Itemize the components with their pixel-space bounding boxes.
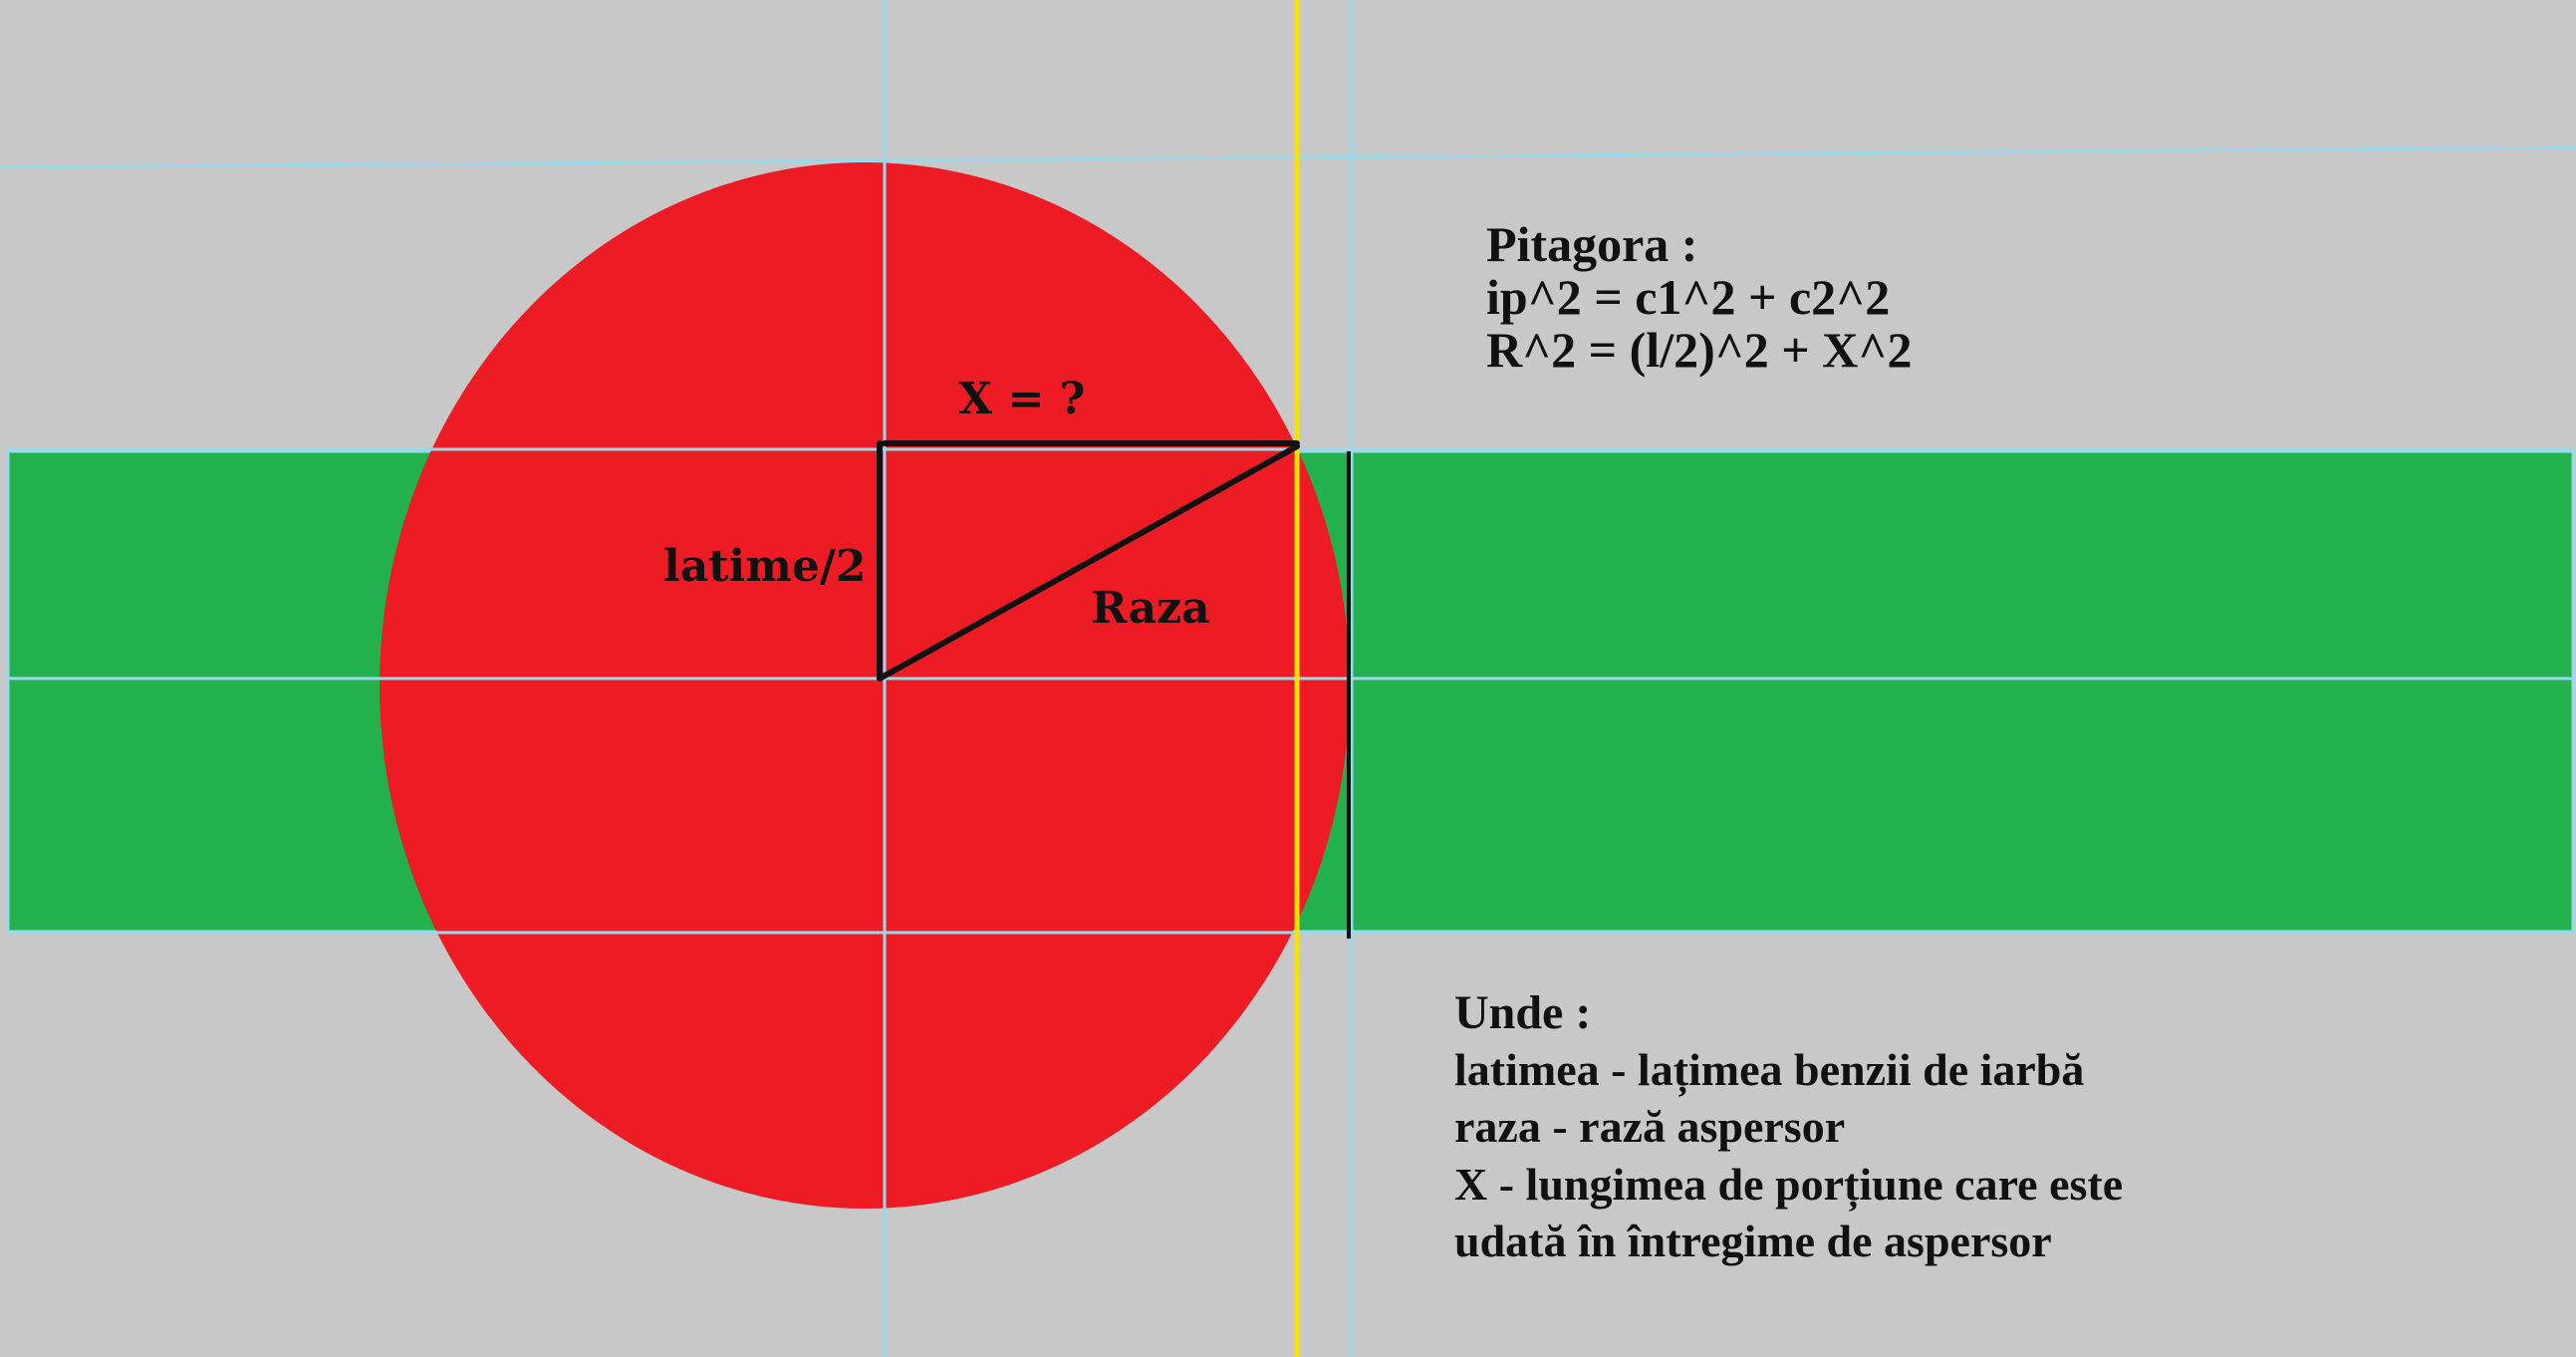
guide-top-horizontal: [0, 145, 2576, 169]
half-width-label: latime/2: [663, 541, 867, 592]
formula-block: Pitagora : ip^2 = c1^2 + c2^2 R^2 = (l/2…: [1486, 216, 1912, 378]
formula-specific: R^2 = (l/2)^2 + X^2: [1486, 322, 1912, 378]
formula-title: Pitagora :: [1486, 216, 1697, 272]
radius-label: Raza: [1091, 583, 1210, 634]
triangle-hypotenuse-radius: [877, 443, 1300, 681]
formula-general: ip^2 = c1^2 + c2^2: [1486, 269, 1890, 325]
legend-x-definition-line1: X - lungimea de porțiune care este: [1454, 1159, 2123, 1212]
right-triangle: [877, 440, 1300, 681]
legend-x-definition-line2: udată în întregime de aspersor: [1454, 1216, 2052, 1266]
legend-width-definition: latimea - lațimea benzii de iarbă: [1454, 1044, 2084, 1097]
legend-block: Unde : latimea - lațimea benzii de iarbă…: [1454, 986, 2123, 1266]
legend-title: Unde :: [1454, 986, 1591, 1039]
sprinkler-circle: [380, 162, 1350, 1209]
x-unknown-label: X = ?: [958, 374, 1085, 424]
legend-radius-definition: raza - rază aspersor: [1454, 1101, 1845, 1152]
